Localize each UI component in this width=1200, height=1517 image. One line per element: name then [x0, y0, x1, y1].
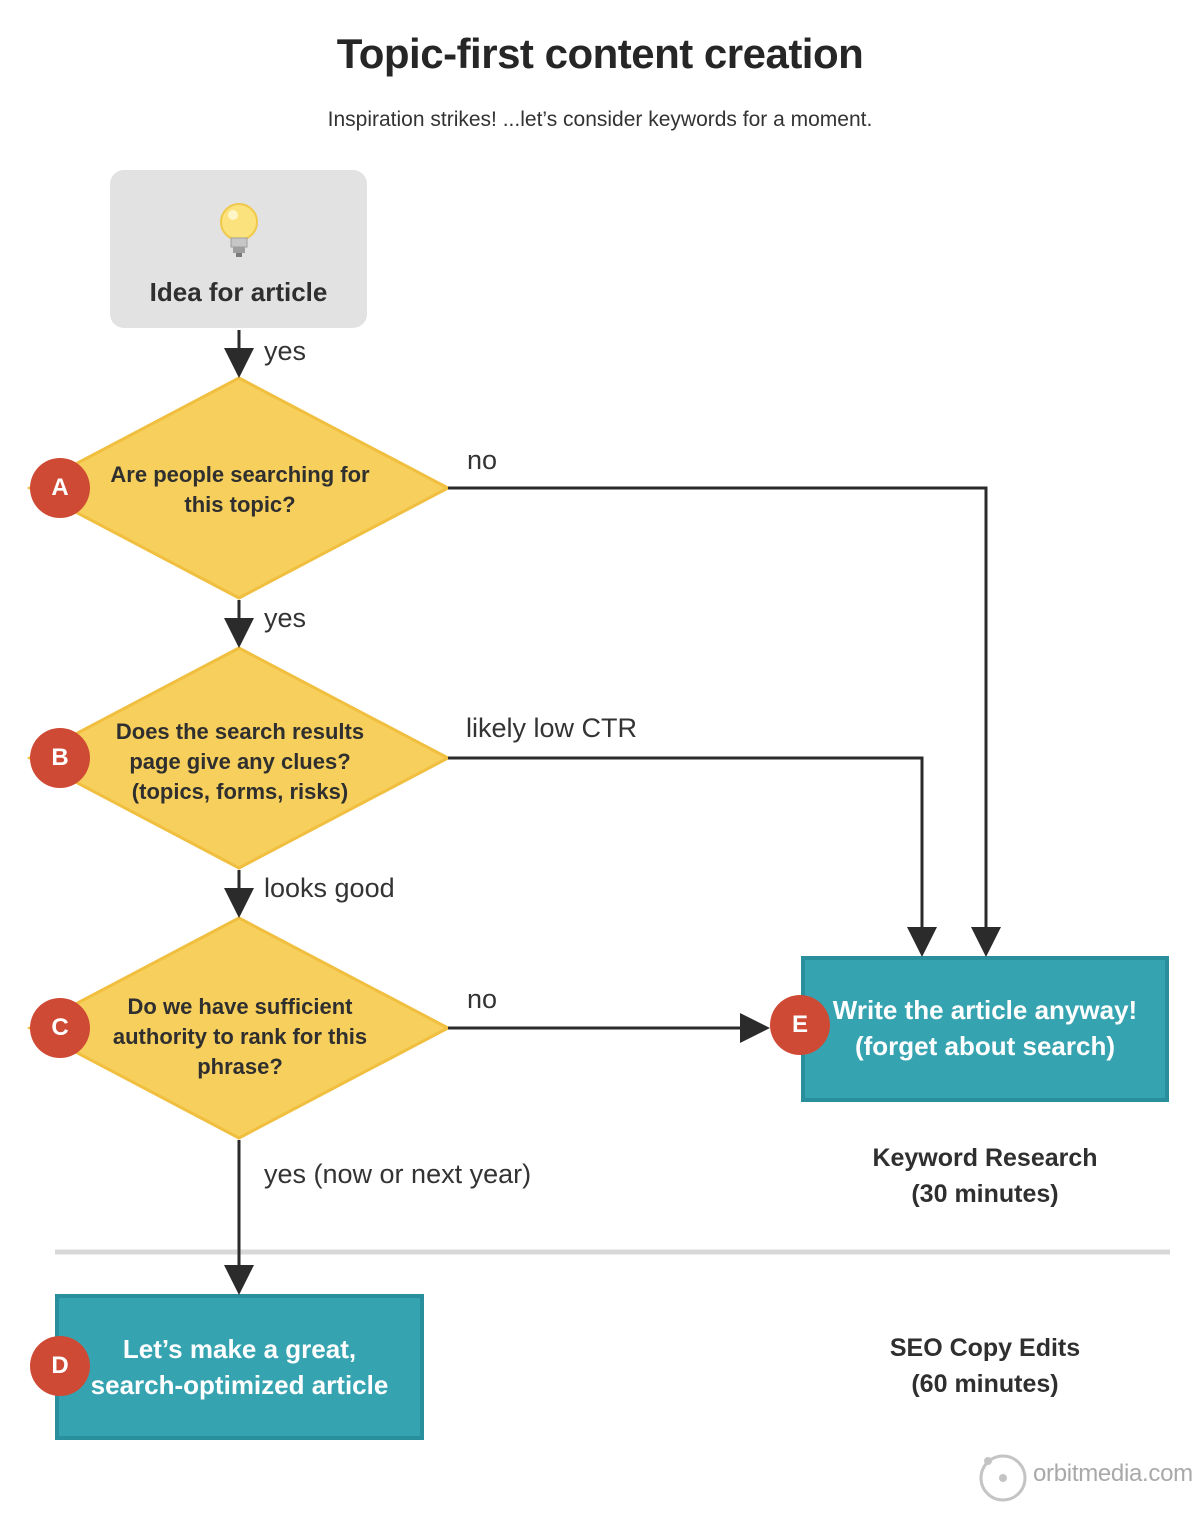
- decision-diamond-a: [26, 376, 452, 600]
- section-label-seo-copy-edits: SEO Copy Edits (60 minutes): [889, 1334, 1081, 1398]
- page-title: Topic-first content creation: [336, 30, 864, 77]
- decision-b-text: Does the search results page give any cl…: [115, 719, 365, 804]
- page-subtitle: Inspiration strikes! ...let’s consider k…: [327, 108, 873, 131]
- edge-label-start-a: yes: [264, 336, 307, 366]
- badge-a: [30, 458, 90, 518]
- badge-d: [30, 1336, 90, 1396]
- badge-b-letter: B: [51, 744, 69, 771]
- edge-label-c-d: yes (now or next year): [264, 1159, 532, 1189]
- badge-c: [30, 998, 90, 1058]
- edge-label-b-c: looks good: [264, 873, 395, 903]
- result-d-text: Let’s make a great, search-optimized art…: [90, 1334, 389, 1400]
- edge-label-a-b: yes: [264, 603, 307, 633]
- section-label-keyword-research: Keyword Research (30 minutes): [872, 1144, 1098, 1208]
- badge-c-letter: C: [51, 1014, 69, 1041]
- decision-diamond-b: [26, 646, 452, 870]
- decision-a-text: Are people searching for this topic?: [110, 462, 370, 517]
- arrow-a-to-e: [448, 486, 1001, 957]
- decision-c-text: Do we have sufficient authority to rank …: [112, 994, 368, 1079]
- badge-d-letter: D: [51, 1352, 69, 1379]
- edge-label-b-e: likely low CTR: [466, 713, 638, 743]
- orbit-logo-icon: [979, 1454, 1027, 1502]
- start-label: Idea for article: [149, 277, 328, 307]
- badge-e: [770, 995, 830, 1055]
- badge-e-letter: E: [791, 1011, 808, 1038]
- arrow-b-to-e: [448, 756, 937, 957]
- brand-text: orbitmedia.com: [1033, 1460, 1193, 1487]
- decision-diamond-c: [26, 916, 452, 1140]
- edge-label-a-e: no: [467, 445, 498, 475]
- badge-b: [30, 728, 90, 788]
- edge-label-c-e: no: [467, 984, 498, 1014]
- badge-a-letter: A: [51, 474, 69, 501]
- lightbulb-icon: [220, 203, 258, 257]
- result-e-text: Write the article anyway! (forget about …: [832, 995, 1138, 1061]
